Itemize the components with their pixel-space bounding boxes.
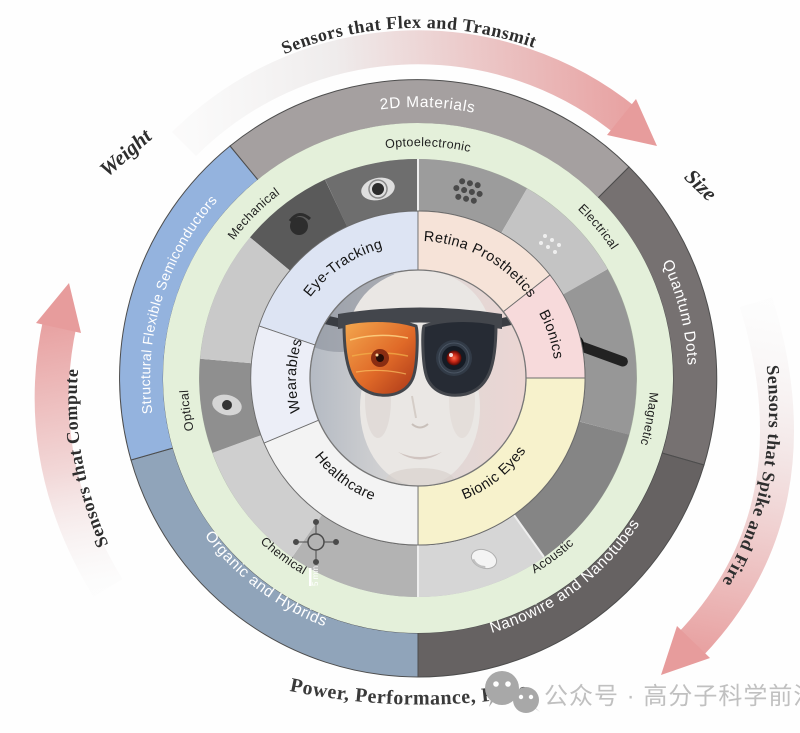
flow-arrow-top: [172, 30, 657, 157]
flow-label-right: Sensors that Spike and Fire: [718, 364, 785, 590]
center-face-photo: [310, 270, 526, 486]
flow-arrow-left: [34, 283, 123, 597]
watermark-text: 公众号 · 高分子科学前沿: [544, 683, 800, 710]
axis-label-size: Size: [680, 164, 722, 206]
flow-arrow-right: [661, 297, 794, 675]
photo-earbud-icon: [470, 548, 498, 570]
inner-label-wearables: Wearables: [284, 337, 306, 415]
photo-ring-seams: [417, 159, 545, 597]
photo-honeycomb-icon: [453, 178, 483, 204]
scale-bar-label: 5 mm: [311, 566, 320, 586]
center-disc-border: [309, 269, 527, 487]
arrowhead-down-icon: [661, 626, 710, 675]
photo-headset-icon: [288, 213, 312, 235]
photo-molecule-icon: [293, 519, 339, 565]
inner-ring: [250, 210, 586, 546]
wechat-icon: [485, 671, 540, 713]
photo-eye-top-left-icon: [361, 177, 395, 201]
arrowhead-up-icon: [36, 283, 81, 333]
arrowhead-right-icon: [607, 99, 657, 146]
photo-eye-left-icon: [212, 394, 242, 416]
outer-label-2d-materials: 2D Materials: [379, 94, 477, 117]
green-label-optical: Optical: [177, 389, 197, 432]
scale-bar: 5 mm: [309, 566, 320, 586]
photo-pillar-array-icon: [539, 234, 561, 254]
axis-label-weight: Weight: [95, 123, 157, 181]
